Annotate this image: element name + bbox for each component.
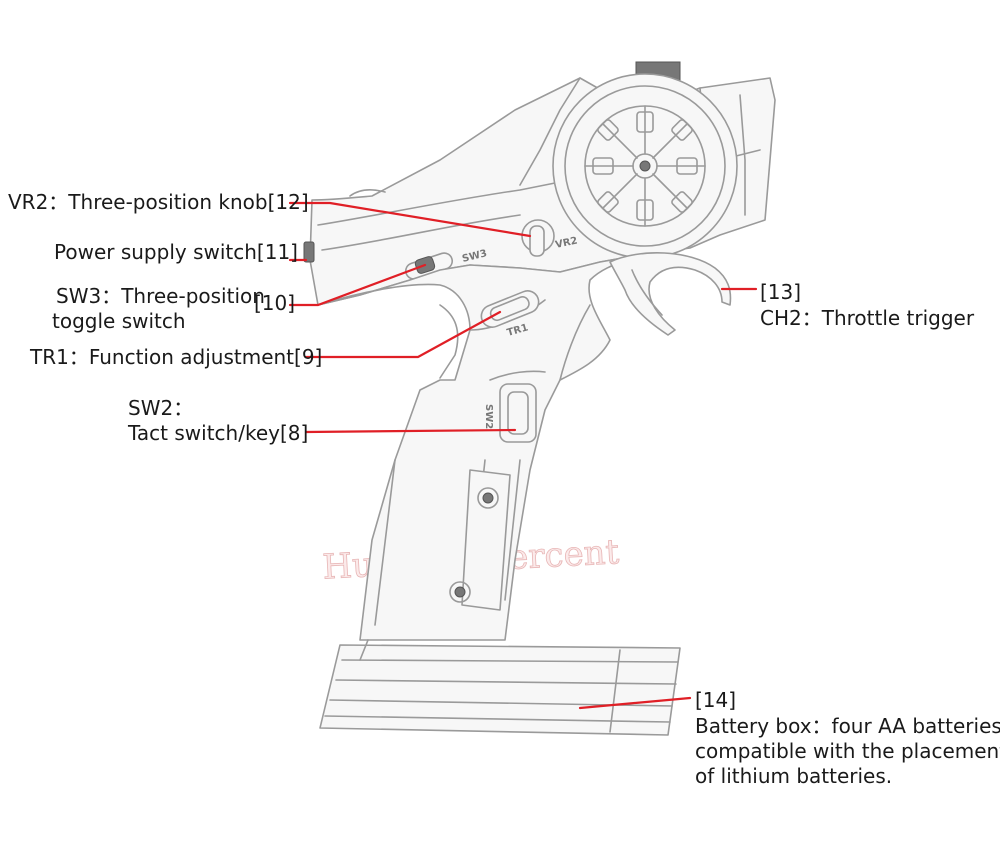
label-sw3: SW3：Three-position toggle switch [52, 284, 265, 334]
leader-sw3 [288, 263, 427, 307]
label-battery-line3: of lithium batteries. [695, 764, 893, 788]
tr1-switch [480, 290, 540, 328]
vr2-knob [521, 219, 555, 257]
label-tr1: TR1：Function adjustment[9] [30, 345, 323, 369]
label-battery-line1: Battery box：four AA batteries, [695, 714, 1000, 738]
throttle-trigger [609, 252, 732, 336]
leader-lines [288, 201, 758, 710]
leader-vr2 [288, 201, 532, 238]
vr2-engraving: VR2 [554, 236, 578, 251]
label-trigger: CH2：Throttle trigger [760, 306, 975, 330]
label-sw2-line2: Tact switch/key[8] [128, 421, 309, 445]
label-sw3-line2: toggle switch [52, 309, 186, 333]
leader-battery [578, 696, 692, 710]
battery-box [319, 639, 681, 736]
label-sw3-line1: SW3：Three-position [56, 284, 265, 308]
sw2-engraving: SW2 [483, 404, 494, 429]
label-sw3-number: [10] [254, 291, 296, 315]
label-trigger-number: [13] [760, 280, 802, 304]
label-battery-line2: compatible with the placement [695, 739, 1000, 763]
label-power-switch: Power supply switch[11] [54, 240, 298, 264]
leader-sw2 [304, 428, 517, 434]
label-battery: Battery box：four AA batteries, compatibl… [695, 714, 1000, 789]
grip-screw-panel [449, 469, 511, 611]
sw2-key [499, 383, 537, 443]
label-sw2-line1: SW2： [128, 396, 194, 420]
steering-wheel [552, 73, 738, 259]
leader-tr1 [304, 310, 502, 359]
label-vr2: VR2：Three-position knob[12] [8, 190, 309, 214]
power-switch [303, 241, 315, 263]
label-sw2: SW2： Tact switch/key[8] [128, 396, 308, 446]
label-battery-number: [14] [695, 688, 737, 712]
